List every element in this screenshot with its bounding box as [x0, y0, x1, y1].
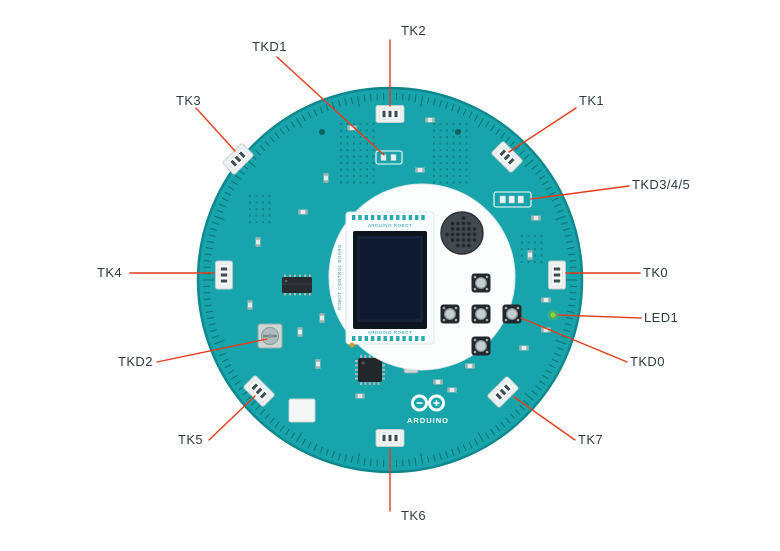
button-up: [471, 273, 491, 293]
smd-component: [247, 300, 253, 310]
speaker: [440, 211, 484, 255]
via-grid: [432, 122, 468, 184]
connector-tk7: [487, 376, 519, 408]
trimmer-tkd2: [257, 323, 283, 349]
lcd-module: [345, 211, 435, 345]
leader-led1: [557, 314, 642, 319]
callout-tk3: TK3: [176, 93, 202, 108]
smd-component: [297, 327, 303, 337]
hole: [319, 129, 325, 135]
board-texts: ARDUINO ROBOT ARDUINO ROBOT ROBOT CONTRO…: [337, 223, 449, 425]
connector-tk5: [243, 375, 275, 407]
smd-component: [527, 250, 533, 260]
callout-led1: LED1: [644, 310, 679, 325]
connector-tk3: [222, 143, 254, 175]
callout-tk5: TK5: [178, 432, 204, 447]
leader-tkd2: [156, 338, 268, 363]
callout-tk2: TK2: [401, 23, 427, 38]
smd-component: [447, 387, 457, 393]
button-left: [440, 304, 460, 324]
connector-tk4: [215, 260, 233, 290]
callout-tkd345: TKD3/4/5: [632, 177, 691, 192]
board-artwork: [196, 86, 584, 474]
leader-tk5: [208, 395, 256, 441]
via-grid: [248, 194, 271, 224]
callout-tk7: TK7: [578, 432, 604, 447]
led1: [549, 311, 557, 319]
smd-component: [433, 379, 443, 385]
smd-component: [519, 345, 529, 351]
smd-component: [319, 313, 325, 323]
amber-led: [349, 342, 355, 348]
via-grid: [339, 122, 375, 184]
smd-component: [298, 209, 308, 215]
logo-left-ring: [411, 394, 428, 412]
smd-component: [531, 215, 541, 221]
leader-tk3: [195, 107, 236, 152]
smd-component: [541, 297, 551, 303]
hole: [455, 129, 461, 135]
smd-component: [425, 117, 435, 123]
button-down: [471, 336, 491, 356]
callout-tkd0: TKD0: [630, 354, 665, 369]
arduino-logo-icon: [411, 394, 445, 412]
callout-tk6: TK6: [401, 508, 427, 523]
callout-tk4: TK4: [97, 265, 123, 280]
connector-tk6: [375, 429, 405, 447]
white-module: [288, 398, 316, 423]
logo-right-ring: [428, 394, 445, 412]
callout-tk0: TK0: [643, 265, 669, 280]
smd-component: [255, 237, 261, 247]
callout-tkd2: TKD2: [118, 354, 153, 369]
leader-tk1: [508, 107, 577, 153]
smd-component: [465, 363, 475, 369]
button-tkd0: [502, 304, 522, 324]
leader-tkd1: [276, 56, 385, 156]
connector-tk0: [548, 260, 566, 290]
smd-component: [323, 173, 329, 183]
smd-component: [315, 359, 321, 369]
callout-tkd1: TKD1: [252, 39, 287, 54]
leader-tkd0: [520, 317, 628, 363]
ic-soic: [282, 274, 312, 296]
side-silkscreen: ROBOT CONTROL BOARD: [337, 244, 342, 310]
lcd-top-silkscreen: ARDUINO ROBOT: [368, 223, 413, 228]
leader-tkd345: [530, 185, 630, 200]
callout-tk1: TK1: [579, 93, 605, 108]
connector-tk2: [375, 105, 405, 123]
leader-lines: [129, 39, 642, 512]
button-middle: [471, 304, 491, 324]
leader-tk7: [513, 396, 576, 441]
smd-component: [415, 167, 425, 173]
lcd-bottom-silkscreen: ARDUINO ROBOT: [368, 330, 413, 335]
arduino-logo-text: ARDUINO: [407, 416, 449, 425]
connector-tk1: [491, 141, 523, 173]
smd-component: [355, 393, 365, 399]
